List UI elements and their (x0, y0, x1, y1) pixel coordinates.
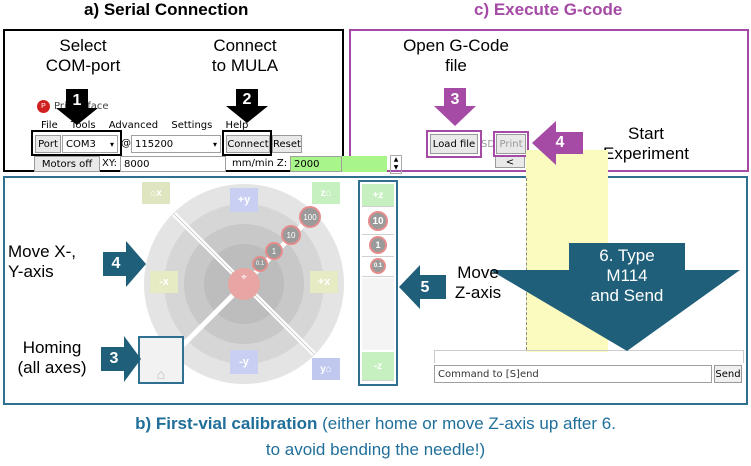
serial-connection-title: a) Serial Connection (84, 0, 249, 19)
type-send-callout: 6. Type M114 and Send (590, 246, 664, 305)
chevron-down-icon: ▾ (109, 139, 114, 149)
home-z-button[interactable]: z⌂ (312, 182, 340, 204)
home-all-button[interactable]: ⌂ (138, 336, 184, 384)
menu-bar: File Tools Advanced Settings Help (41, 120, 248, 131)
menu-tools[interactable]: Tools (70, 120, 96, 131)
select-com-callout: Select COM-port (45, 36, 121, 75)
xy-step-100[interactable]: 100 (299, 206, 321, 228)
menu-file[interactable]: File (41, 120, 58, 131)
xy-center-crosshair-icon[interactable]: ⌖ (241, 272, 247, 283)
step-3-home-badge: 3 (109, 350, 119, 367)
send-button[interactable]: Send (714, 365, 742, 383)
calibration-caption: b) First-vial calibration (either home o… (0, 414, 751, 434)
reset-button[interactable]: Reset (272, 135, 302, 153)
plus-y-button[interactable]: +y (230, 188, 258, 212)
execute-gcode-title: c) Execute G-code (474, 0, 623, 19)
z-step-1-button[interactable]: 1 (362, 234, 394, 257)
step-5-badge: 5 (420, 279, 430, 296)
sd-button[interactable]: SD (481, 139, 496, 150)
menu-help[interactable]: Help (225, 120, 249, 131)
home-icon: ⌂ (156, 366, 166, 382)
minus-y-button[interactable]: -y (230, 350, 258, 374)
load-file-highlight (426, 130, 482, 158)
xy-step-10[interactable]: 10 (281, 225, 301, 245)
z-minus-button[interactable]: -z (362, 352, 394, 381)
connect-mula-callout: Connect to MULA (211, 36, 279, 75)
move-xy-callout: Move X-, Y-axis (8, 242, 77, 281)
com-port-highlight (31, 130, 122, 156)
z-down-steps-area[interactable] (362, 278, 394, 350)
step-1-badge: 1 (72, 92, 82, 109)
menu-settings[interactable]: Settings (171, 120, 213, 131)
menu-advanced[interactable]: Advanced (108, 120, 159, 131)
motors-off-button[interactable]: Motors off (34, 156, 100, 172)
baud-label: @ (121, 138, 131, 149)
printerface-logo-icon: P (37, 100, 50, 113)
step-4-xy-badge: 4 (111, 255, 121, 272)
calibration-note: (either home or move Z-axis up after 6. (317, 414, 616, 433)
z-step-0.1: 0.1 (370, 258, 386, 274)
console-output (434, 350, 744, 363)
minus-x-button[interactable]: -x (150, 271, 178, 293)
chevron-down-icon: ▾ (212, 139, 217, 149)
z-step-10-button[interactable]: 10 (362, 208, 394, 235)
baud-rate-select[interactable]: 115200 ▾ (131, 135, 221, 153)
move-z-callout: Move Z-axis (454, 263, 502, 302)
step-2-badge: 2 (242, 91, 252, 108)
com-port-value: COM3 (66, 138, 96, 150)
port-button[interactable]: Port (35, 135, 61, 153)
print-button[interactable]: Print (496, 134, 526, 154)
baud-value: 115200 (135, 138, 174, 150)
z-step-1: 1 (369, 236, 387, 254)
home-icon: ⌂ (325, 187, 332, 199)
connect-button[interactable]: Connect (226, 135, 270, 153)
z-step-10: 10 (368, 211, 388, 231)
load-file-button[interactable]: Load file (430, 134, 478, 154)
home-x-button[interactable]: ⌂x (142, 182, 170, 204)
home-y-button[interactable]: y⌂ (312, 358, 340, 380)
open-gcode-callout: Open G-Code file (403, 36, 509, 75)
home-icon: ⌂ (150, 187, 157, 199)
xy-speed-input[interactable]: 8000 (120, 156, 226, 172)
plus-x-button[interactable]: +x (310, 271, 338, 293)
xy-speed-label: XY: (102, 158, 117, 169)
print-highlight (493, 131, 529, 157)
z-plus-button[interactable]: +z (362, 184, 394, 207)
home-icon: ⌂ (325, 363, 332, 375)
connect-highlight (222, 130, 272, 156)
calibration-title: b) First-vial calibration (135, 414, 318, 433)
z-step-0.1-button[interactable]: 0.1 (362, 256, 394, 277)
homing-callout: Homing (all axes) (17, 338, 87, 377)
xy-step-1[interactable]: 1 (265, 242, 283, 260)
step-3-badge: 3 (450, 91, 460, 108)
start-experiment-callout: Start Experiment (603, 124, 689, 163)
com-port-select[interactable]: COM3 ▾ (62, 135, 118, 153)
xy-step-0.1[interactable]: 0.1 (252, 256, 268, 272)
z-speed-stepper[interactable]: ▲▼ (390, 155, 402, 174)
print-area-border (526, 178, 527, 350)
step-4-badge: 4 (555, 134, 565, 151)
z-speed-label: mm/min Z: (232, 158, 288, 169)
calibration-panel (3, 176, 748, 405)
calibration-caption-line2: to avoid bending the needle!) (265, 440, 486, 459)
command-input[interactable]: Command to [S]end (434, 365, 712, 383)
z-speed-input[interactable]: 2000 (290, 156, 342, 172)
z-speed-green-area (342, 156, 387, 172)
